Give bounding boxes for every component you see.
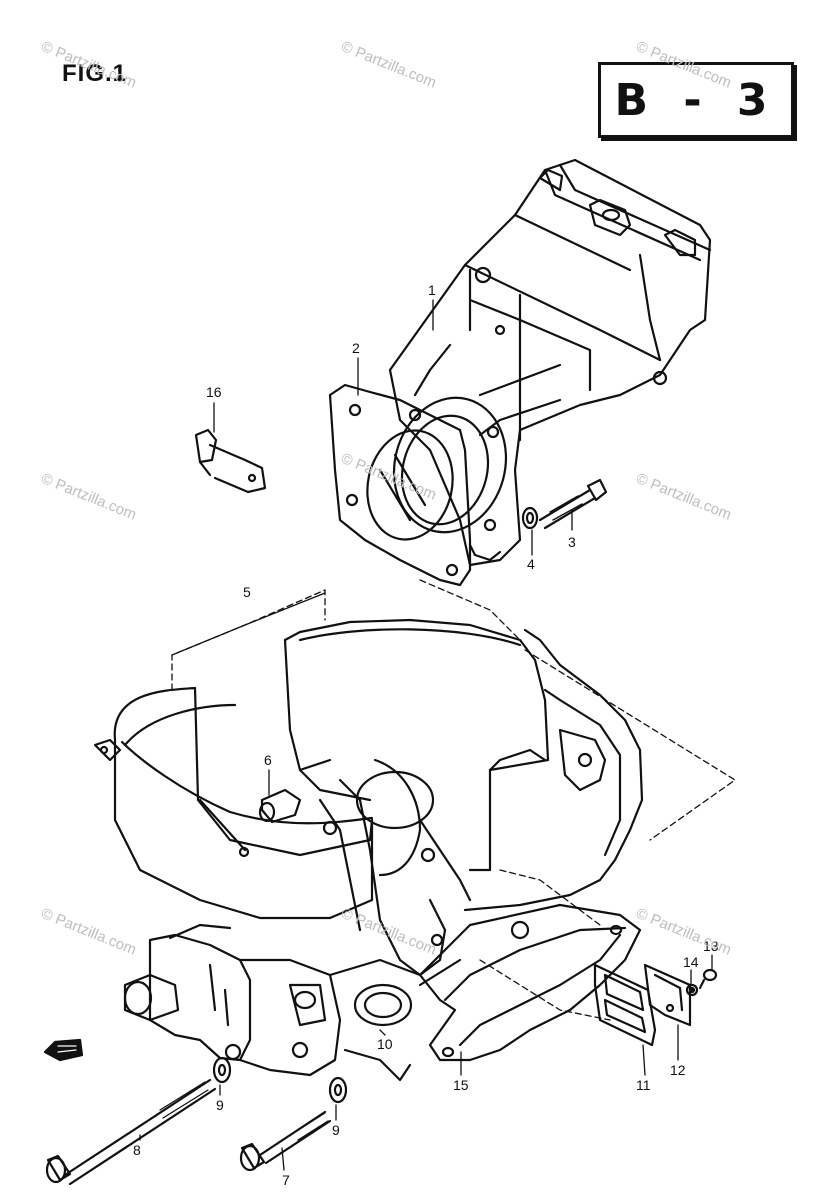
callout-10: 10 bbox=[377, 1036, 393, 1052]
bolt-part-7 bbox=[239, 1110, 332, 1172]
washer-part-4 bbox=[521, 506, 539, 530]
callout-12: 12 bbox=[670, 1062, 686, 1078]
callout-15: 15 bbox=[453, 1077, 469, 1093]
assembly-lines bbox=[171, 579, 736, 1021]
callout-5: 5 bbox=[243, 584, 251, 600]
callout-9-lower: 9 bbox=[332, 1122, 340, 1138]
base-gasket-part-15 bbox=[418, 903, 642, 1062]
reference-box: B - 3 bbox=[598, 62, 794, 138]
washer-part-9-upper bbox=[212, 1056, 232, 1084]
callout-13: 13 bbox=[703, 938, 719, 954]
dowel-part-6 bbox=[258, 788, 302, 824]
forward-arrow-icon bbox=[43, 1038, 84, 1062]
washer-part-14 bbox=[685, 983, 699, 997]
reference-code: B - 3 bbox=[614, 74, 778, 126]
plate-part-12 bbox=[643, 963, 692, 1027]
figure-label: FIG.1 bbox=[62, 60, 128, 87]
seal-ring-part-10 bbox=[353, 983, 413, 1027]
screw-part-13 bbox=[698, 968, 718, 990]
callout-11: 11 bbox=[636, 1077, 651, 1093]
washer-part-9-lower bbox=[328, 1076, 348, 1104]
callout-6: 6 bbox=[264, 752, 272, 768]
callout-4: 4 bbox=[527, 556, 535, 572]
gasket-part-2 bbox=[328, 383, 472, 587]
callout-16: 16 bbox=[206, 384, 222, 400]
long-bolt-part-8 bbox=[45, 1078, 217, 1186]
callout-2: 2 bbox=[352, 340, 360, 356]
callout-1: 1 bbox=[428, 282, 436, 298]
lower-housing bbox=[93, 628, 644, 1082]
callout-3: 3 bbox=[568, 534, 576, 550]
callout-7: 7 bbox=[282, 1172, 290, 1188]
callout-9-upper: 9 bbox=[216, 1097, 224, 1113]
exhaust-housing-part-1 bbox=[388, 158, 712, 567]
part-5-bracket bbox=[171, 592, 326, 656]
bolt-part-3 bbox=[538, 478, 608, 530]
leader-lines bbox=[139, 299, 713, 1171]
callout-8: 8 bbox=[133, 1142, 141, 1158]
clip-part-16 bbox=[194, 428, 267, 494]
flywheel-cover-part-5 bbox=[113, 618, 550, 920]
callout-14: 14 bbox=[683, 954, 699, 970]
